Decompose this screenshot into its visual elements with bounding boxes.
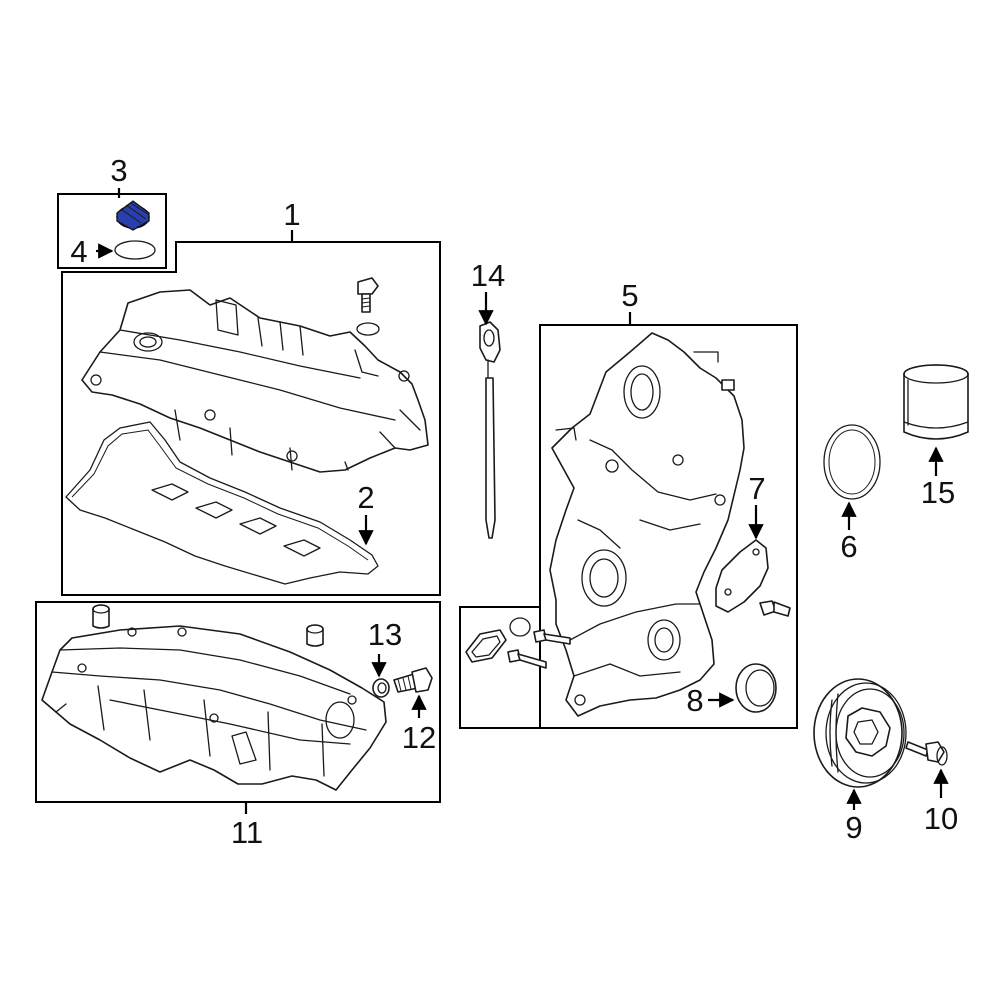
oil-pan-dowel-left[interactable] [92, 604, 110, 629]
timing-chain-cover[interactable] [549, 332, 745, 717]
crankshaft-front-seal[interactable] [735, 663, 777, 713]
group-box-valve-cover [61, 241, 441, 596]
valve-cover-bolt[interactable] [357, 277, 379, 313]
valve-cover-bolt-washer[interactable] [356, 322, 380, 336]
callout-4: 4 [70, 234, 87, 269]
callout-14: 14 [471, 258, 505, 293]
callout-1: 1 [283, 197, 300, 232]
callout-15: 15 [921, 475, 955, 510]
callout-10: 10 [924, 801, 958, 836]
timing-cover-bolt-lower[interactable] [507, 649, 547, 669]
drain-plug-washer[interactable] [372, 678, 390, 698]
callout-9: 9 [845, 810, 862, 845]
oil-drain-plug[interactable] [393, 667, 433, 693]
timing-cover-bolt-upper[interactable] [533, 629, 571, 645]
valve-cover-gasket[interactable] [65, 421, 379, 585]
callout-7: 7 [748, 471, 765, 506]
timing-cover-o-ring-small[interactable] [509, 617, 531, 637]
callout-12: 12 [402, 720, 436, 755]
callout-5: 5 [621, 278, 638, 313]
oil-filter-gasket[interactable] [823, 424, 881, 500]
crankshaft-pulley-bolt[interactable] [905, 741, 948, 766]
leader-lines [96, 188, 949, 814]
group-box-oil-pan [35, 601, 441, 803]
oil-pan[interactable] [41, 625, 387, 791]
callout-2: 2 [357, 480, 374, 515]
group-box-oil-cap [57, 193, 167, 269]
oil-cap-o-ring[interactable] [114, 240, 156, 260]
oil-filter[interactable] [903, 364, 969, 440]
crankshaft-pulley[interactable] [813, 678, 907, 788]
callout-3: 3 [110, 153, 127, 188]
callout-6: 6 [840, 529, 857, 564]
callout-13: 13 [368, 617, 402, 652]
timing-cover-access-plate[interactable] [715, 539, 769, 613]
group-box-timing-cover [539, 324, 798, 729]
callout-8: 8 [686, 683, 703, 718]
callout-11: 11 [231, 815, 263, 850]
oil-dipstick[interactable] [479, 321, 501, 539]
oil-filler-cap[interactable] [116, 200, 150, 231]
group-box-timing-cover-small [459, 606, 541, 729]
timing-cover-seal-small[interactable] [465, 629, 507, 663]
access-plate-bolt[interactable] [759, 600, 791, 617]
valve-cover[interactable] [81, 289, 429, 473]
oil-pan-dowel-right[interactable] [306, 624, 324, 647]
